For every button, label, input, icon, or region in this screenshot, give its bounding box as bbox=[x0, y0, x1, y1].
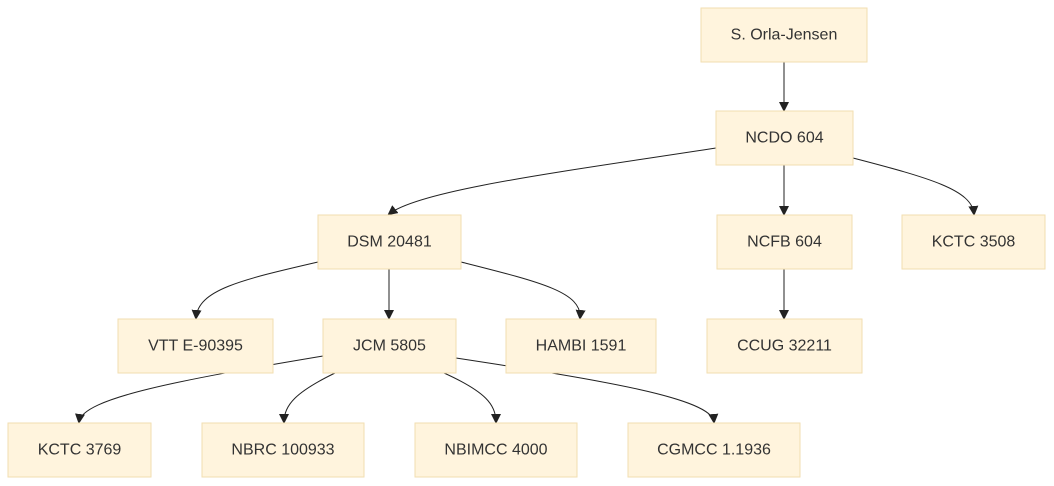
nodes: S. Orla-Jensen NCDO 604 DSM 20481 NCFB 6… bbox=[7, 7, 1046, 478]
node-label: NBIMCC 4000 bbox=[444, 442, 547, 459]
node-s-orla-jensen: S. Orla-Jensen bbox=[700, 7, 868, 63]
node-nbimcc-4000: NBIMCC 4000 bbox=[414, 422, 578, 478]
node-label: NCDO 604 bbox=[745, 130, 823, 147]
node-label: JCM 5805 bbox=[353, 338, 426, 355]
node-label: KCTC 3508 bbox=[932, 234, 1016, 251]
node-label: S. Orla-Jensen bbox=[731, 27, 838, 44]
edge-dsm-hambi bbox=[460, 261, 586, 320]
node-label: HAMBI 1591 bbox=[536, 338, 627, 355]
node-label: KCTC 3769 bbox=[38, 442, 122, 459]
edge-dsm-vtt bbox=[191, 261, 319, 320]
node-cgmcc-1-1936: CGMCC 1.1936 bbox=[627, 422, 801, 478]
node-nbrc-100933: NBRC 100933 bbox=[201, 422, 365, 478]
node-ncfb-604: NCFB 604 bbox=[716, 214, 853, 270]
edge-ncdo-kctc3508 bbox=[852, 157, 979, 216]
node-kctc-3769: KCTC 3769 bbox=[7, 422, 152, 478]
node-label: NBRC 100933 bbox=[231, 442, 334, 459]
node-label: NCFB 604 bbox=[747, 234, 822, 251]
node-dsm-20481: DSM 20481 bbox=[317, 214, 462, 270]
node-hambi-1591: HAMBI 1591 bbox=[505, 318, 657, 374]
edge-jcm-nbimcc bbox=[443, 372, 501, 424]
node-label: DSM 20481 bbox=[347, 234, 432, 251]
node-label: CGMCC 1.1936 bbox=[657, 442, 771, 459]
node-vtt-e-90395: VTT E-90395 bbox=[117, 318, 274, 374]
edge-ncdo-dsm bbox=[387, 147, 717, 216]
node-label: CCUG 32211 bbox=[737, 338, 832, 355]
edge-jcm-nbrc bbox=[279, 372, 336, 424]
node-ccug-32211: CCUG 32211 bbox=[706, 318, 863, 374]
node-label: VTT E-90395 bbox=[148, 338, 243, 355]
node-ncdo-604: NCDO 604 bbox=[715, 110, 854, 166]
node-jcm-5805: JCM 5805 bbox=[322, 318, 457, 374]
node-kctc-3508: KCTC 3508 bbox=[901, 214, 1046, 270]
